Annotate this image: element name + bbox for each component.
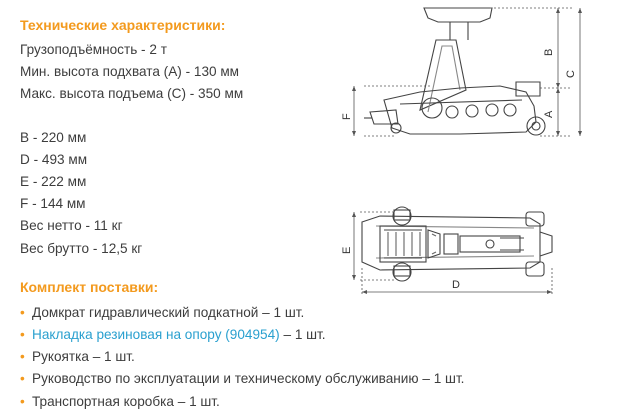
bullet-icon: • xyxy=(20,327,25,343)
side-dimension-lines xyxy=(353,7,581,137)
kit-list: • Домкрат гидравлический подкатной – 1 шт… xyxy=(20,302,464,413)
kit-heading: Комплект поставки: xyxy=(20,278,159,295)
kit-item: • Рукоятка – 1 шт. xyxy=(20,346,350,368)
bullet-icon: • xyxy=(20,304,25,320)
kit-item-text: – 1 шт. xyxy=(279,327,326,343)
spec-dim-d: D - 493 мм xyxy=(20,151,88,167)
kit-item: • Транспортная коробка – 1 шт. xyxy=(20,391,350,413)
text-column: Технические характеристики: Грузоподъёмн… xyxy=(20,0,464,413)
spec-min-height: Мин. высота подхвата (А) - 130 мм xyxy=(20,64,240,80)
dim-label-c: C xyxy=(565,70,577,78)
specs-dimension-list: B - 220 мм D - 493 мм E - 222 мм F - 144… xyxy=(20,127,350,260)
spec-dim-f: F - 144 мм xyxy=(20,196,86,212)
kit-item: • Накладка резиновая на опору (904954) – … xyxy=(20,324,350,346)
top-dimension-lines xyxy=(353,211,553,296)
kit-item-text: Домкрат гидравлический подкатной – 1 шт. xyxy=(32,304,305,320)
dim-label-d: D xyxy=(452,279,460,291)
dim-label-b: B xyxy=(543,49,555,56)
kit-item: • Домкрат гидравлический подкатной – 1 шт… xyxy=(20,302,350,324)
dim-label-a: A xyxy=(543,110,555,118)
kit-item-text: Руководство по эксплуатации и техническо… xyxy=(32,371,465,387)
spec-capacity: Грузоподъёмность - 2 т xyxy=(20,42,167,57)
specs-main-list: Грузоподъёмность - 2 т Мин. высота подхв… xyxy=(20,39,350,106)
spec-weight-net: Вес нетто - 11 кг xyxy=(20,218,123,234)
jack-side-view xyxy=(364,7,546,136)
kit-item: • Руководство по эксплуатации и техническ… xyxy=(20,368,464,390)
spec-max-height: Макс. высота подъема (С) - 350 мм xyxy=(20,86,244,102)
spec-dim-e: E - 222 мм xyxy=(20,174,87,190)
dim-label-e: E xyxy=(341,247,353,254)
kit-item-text: Рукоятка – 1 шт. xyxy=(32,349,135,365)
bullet-icon: • xyxy=(20,371,25,387)
dim-label-f: F xyxy=(341,113,353,120)
spec-dim-b: B - 220 мм xyxy=(20,129,87,145)
jack-top-view xyxy=(361,206,553,282)
specs-heading: Технические характеристики: xyxy=(20,17,226,33)
jack-technical-drawing: B A C F E D xyxy=(341,7,582,296)
bullet-icon: • xyxy=(20,393,25,409)
bullet-icon: • xyxy=(20,349,25,365)
spec-weight-gross: Вес брутто - 12,5 кг xyxy=(20,240,143,256)
rubber-pad-link[interactable]: Накладка резиновая на опору (904954) xyxy=(32,327,280,343)
kit-item-text: Транспортная коробка – 1 шт. xyxy=(32,393,220,409)
